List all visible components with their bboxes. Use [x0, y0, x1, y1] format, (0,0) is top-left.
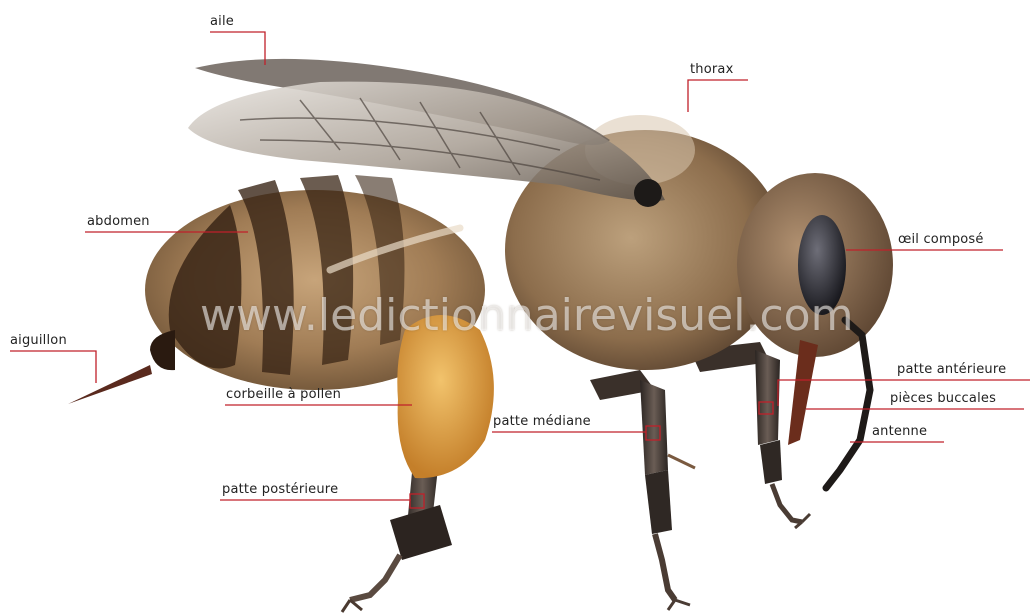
- label-thorax: thorax: [690, 62, 734, 77]
- leader-aiguillon: [10, 351, 96, 383]
- label-aile: aile: [210, 14, 234, 29]
- middle-leg-shape: [590, 370, 695, 610]
- mouthparts-shape: [788, 340, 818, 445]
- leader-thorax: [688, 80, 748, 112]
- label-abdomen: abdomen: [87, 214, 150, 229]
- label-patte-anterieure: patte antérieure: [897, 362, 1006, 377]
- label-pieces-buccales: pièces buccales: [890, 391, 996, 406]
- label-antenne: antenne: [872, 424, 927, 439]
- label-corbeille-a-pollen: corbeille à pollen: [226, 387, 341, 402]
- wing-base-shape: [634, 179, 662, 207]
- watermark-text: www.ledictionnairevisuel.com: [200, 290, 853, 341]
- label-patte-posterieure: patte postérieure: [222, 482, 338, 497]
- label-aiguillon: aiguillon: [10, 333, 67, 348]
- label-patte-mediane: patte médiane: [493, 414, 591, 429]
- label-oeil-compose: œil composé: [898, 232, 984, 247]
- sting-shape: [68, 365, 152, 404]
- fore-wing-shape: [188, 82, 665, 201]
